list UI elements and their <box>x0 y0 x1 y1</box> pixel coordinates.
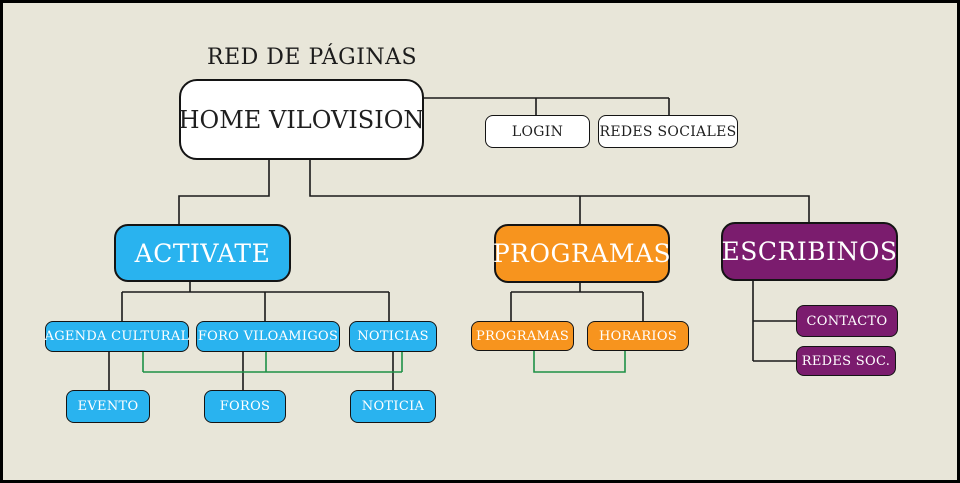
diagram-title: RED DE PÁGINAS <box>207 45 418 70</box>
node-login: LOGIN <box>485 115 590 148</box>
node-home-vilovision: HOME VILOVISION <box>179 79 424 160</box>
node-horarios: HORARIOS <box>587 321 689 351</box>
node-redes-sociales: REDES SOCIALES <box>598 115 738 148</box>
node-foro-viloamigos: FORO VILOAMIGOS <box>196 321 340 352</box>
node-agenda-cultural: AGENDA CULTURAL <box>45 321 189 352</box>
node-evento: EVENTO <box>66 390 150 423</box>
tree-connectors <box>108 97 810 390</box>
node-foros: FOROS <box>204 390 286 423</box>
cross-link-connectors <box>142 351 626 373</box>
node-noticia: NOTICIA <box>350 390 436 423</box>
node-escribinos: ESCRIBINOS <box>721 222 898 281</box>
node-activate: ACTIVATE <box>114 224 291 282</box>
node-noticias: NOTICIAS <box>349 321 437 352</box>
node-redes-soc: REDES SOC. <box>796 346 896 376</box>
connector-lines <box>108 97 810 390</box>
node-contacto: CONTACTO <box>796 305 898 337</box>
node-programas: PROGRAMAS <box>493 224 671 283</box>
node-programas-sub: PROGRAMAS <box>471 321 574 351</box>
